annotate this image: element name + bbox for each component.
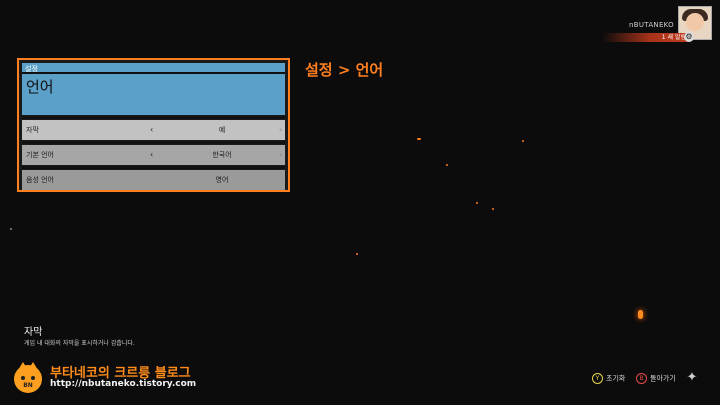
divider (22, 141, 285, 144)
panel-category: 설정 (25, 65, 38, 73)
divider (22, 116, 285, 119)
setting-row-default-language[interactable]: 기본 언어 ‹ 한국어 › (22, 145, 285, 165)
y-button-icon: Y (592, 373, 603, 384)
notification-bar[interactable]: 1 새 알림 (602, 33, 690, 42)
setting-row-subtitles[interactable]: 자막 ‹ 예 › (22, 120, 285, 140)
watermark-url: http://nbutaneko.tistory.com (50, 379, 197, 389)
ember-particle (417, 138, 421, 140)
settings-panel: 설정 언어 자막 ‹ 예 › 기본 언어 ‹ 한국어 › 음성 언어 영어 (17, 58, 290, 192)
panel-title: 언어 (26, 78, 54, 96)
logo-badge-text: BN (23, 382, 33, 389)
ember-particle (356, 253, 358, 255)
arrow-left-icon[interactable]: ‹ (150, 125, 154, 134)
setting-value: 한국어 (212, 151, 232, 159)
arrow-left-icon[interactable]: ‹ (150, 150, 154, 159)
description-text: 게임 내 대화의 자막을 표시하거나 감춥니다. (24, 340, 135, 347)
divider (22, 166, 285, 169)
reset-label: 초기화 (606, 374, 626, 383)
agent-icon: ✦ (686, 370, 698, 385)
blog-watermark: BN 부타네코의 크르릉 블로그 http://nbutaneko.tistor… (14, 361, 214, 395)
user-name: nBUTANEKO (629, 21, 674, 29)
setting-row-voice-language[interactable]: 음성 언어 영어 (22, 170, 285, 190)
breadcrumb: 설정 > 언어 (305, 61, 384, 79)
arrow-right-icon[interactable]: › (279, 125, 283, 134)
arrow-right-icon[interactable]: › (279, 150, 283, 159)
ember-particle (10, 228, 12, 230)
setting-value: 영어 (215, 176, 229, 184)
setting-label: 자막 (26, 126, 39, 134)
b-button-icon: B (636, 373, 647, 384)
ember-particle (476, 202, 478, 204)
user-badge[interactable]: nBUTANEKO 1 새 알림 ⚙ (602, 6, 712, 42)
notification-text: 1 새 알림 (661, 34, 686, 41)
ember-particle (492, 208, 494, 210)
back-label: 돌아가기 (650, 374, 676, 383)
setting-label: 음성 언어 (26, 176, 54, 184)
description-title: 자막 (24, 327, 43, 338)
header-divider (22, 72, 285, 74)
setting-value: 예 (218, 126, 226, 134)
ember-particle (446, 164, 448, 166)
ember-particle (638, 310, 643, 319)
panel-header: 설정 언어 (22, 63, 285, 115)
cat-logo-icon: BN (14, 362, 42, 393)
gear-icon[interactable]: ⚙ (684, 32, 694, 42)
watermark-title: 부타네코의 크르릉 블로그 (50, 366, 191, 381)
ember-particle (522, 140, 524, 142)
setting-label: 기본 언어 (26, 151, 54, 159)
